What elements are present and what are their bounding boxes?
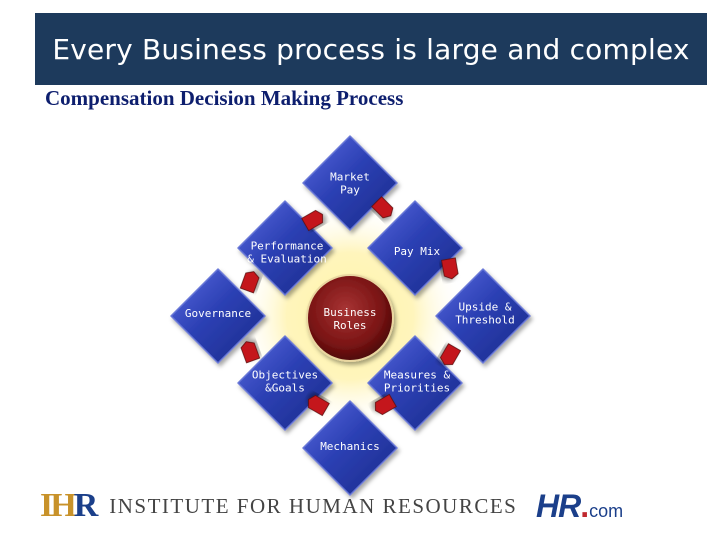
diamond-governance — [170, 268, 266, 364]
hr-logo-mark: HR — [536, 488, 581, 524]
diamond-mechanics — [302, 400, 398, 496]
page-title: Every Business process is large and comp… — [52, 32, 690, 66]
connector-arrow — [308, 394, 330, 417]
label-upside-threshold-line1: Upside & — [459, 301, 512, 314]
hr-logo-suffix: com — [589, 501, 624, 521]
connector-arrow — [301, 209, 323, 232]
institute-logo: IHR INSTITUTE FOR HUMAN RESOURCES — [40, 486, 517, 526]
diamond-upside-threshold — [435, 268, 531, 364]
connector-arrow — [371, 196, 394, 219]
label-measures-priorities-line1: Measures & — [384, 369, 451, 382]
label-measures-priorities-line2: Priorities — [384, 382, 450, 395]
ihr-logo-mark: IHR — [40, 487, 98, 524]
connector-arrow — [239, 271, 260, 294]
center-label-line1: Business — [324, 306, 377, 319]
diagram-subtitle: Compensation Decision Making Process — [45, 86, 404, 110]
label-mechanics-line1: Mechanics — [320, 440, 380, 453]
label-objectives-goals-line2: &Goals — [265, 382, 305, 395]
label-governance-line1: Governance — [185, 307, 251, 320]
connector-arrow — [375, 393, 397, 416]
diamond-pay-mix — [367, 200, 463, 296]
label-performance-evaluation-line2: & Evaluation — [247, 253, 326, 266]
label-pay-mix-line1: Pay Mix — [394, 245, 441, 258]
label-market-pay-line2: Pay — [340, 184, 360, 197]
title-bar: Every Business process is large and comp… — [35, 13, 707, 85]
center-node-business-roles: Business Roles — [306, 274, 394, 362]
connector-arrow — [441, 257, 459, 280]
center-label-line2: Roles — [333, 319, 366, 332]
hr-com-logo: HR.com — [536, 488, 624, 524]
label-performance-evaluation-line1: Performance — [251, 240, 324, 253]
label-objectives-goals-line1: Objectives — [252, 369, 318, 382]
institute-name: INSTITUTE FOR HUMAN RESOURCES — [109, 493, 518, 518]
label-upside-threshold-line2: Threshold — [455, 314, 515, 327]
connector-arrow — [240, 341, 261, 364]
label-market-pay-line1: Market — [330, 171, 370, 184]
connector-arrow — [439, 343, 462, 365]
